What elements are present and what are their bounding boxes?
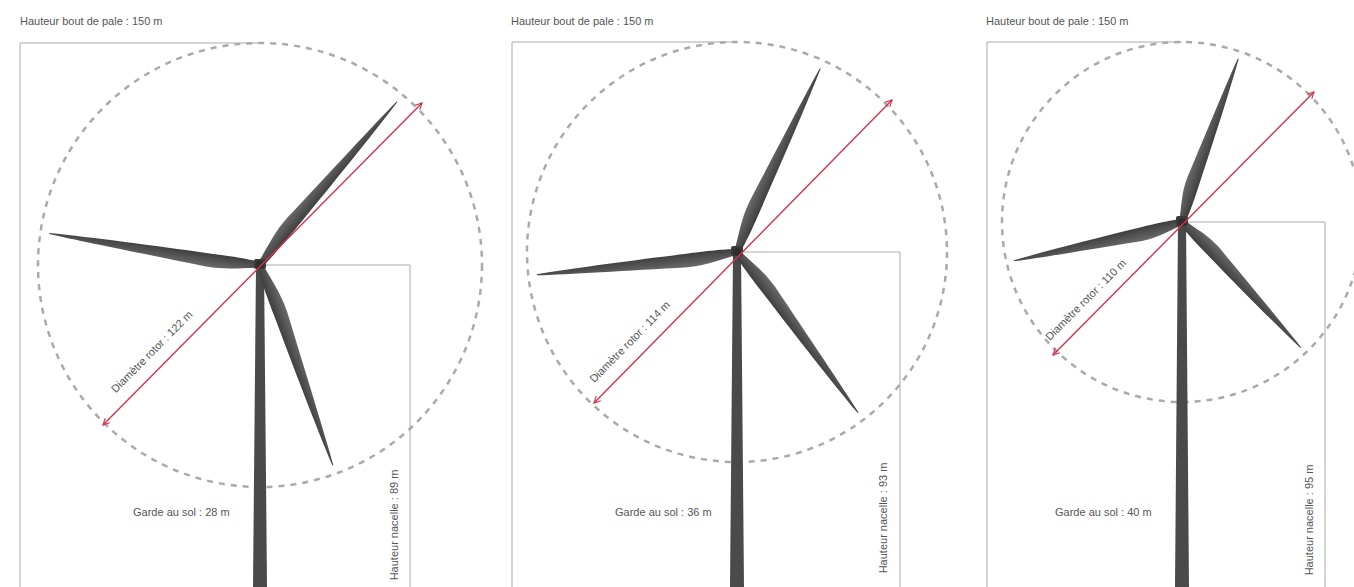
tip-height-frame xyxy=(20,43,260,587)
diameter-arrow xyxy=(594,100,892,403)
dimension-label: Hauteur bout de pale : 150 m xyxy=(511,15,653,28)
turbine xyxy=(20,43,482,587)
dimension-label: Hauteur nacelle : 93 m xyxy=(877,463,890,574)
dimension-label: Garde au sol : 28 m xyxy=(133,506,230,519)
blade xyxy=(1179,215,1308,350)
blade xyxy=(1173,56,1242,224)
dimension-label: Diamètre rotor : 110 m xyxy=(1043,257,1129,344)
dimension-label: Diamètre rotor : 122 m xyxy=(109,308,196,395)
nacelle-height-frame xyxy=(1182,222,1325,587)
diameter-arrow xyxy=(1053,92,1314,355)
hub xyxy=(256,261,264,269)
blade xyxy=(1013,218,1184,270)
turbine xyxy=(512,42,947,587)
blade xyxy=(728,64,824,253)
dimension-label: Garde au sol : 40 m xyxy=(1055,506,1152,519)
dimension-label: Garde au sol : 36 m xyxy=(615,506,712,519)
tower xyxy=(1175,222,1189,587)
turbine xyxy=(987,42,1354,587)
dimension-label: Hauteur bout de pale : 150 m xyxy=(20,15,162,28)
dimension-label: Diamètre rotor : 114 m xyxy=(587,298,673,385)
nacelle xyxy=(731,246,743,256)
dimension-label: Hauteur bout de pale : 150 m xyxy=(986,15,1128,28)
tower xyxy=(730,252,744,587)
dimension-label: Hauteur nacelle : 95 m xyxy=(1303,465,1316,576)
dimension-label: Hauteur nacelle : 89 m xyxy=(388,470,401,581)
tower xyxy=(253,265,267,587)
blade xyxy=(734,246,866,415)
tip-height-frame xyxy=(987,42,1182,587)
tip-height-frame xyxy=(512,42,737,587)
diameter-arrow xyxy=(103,103,422,425)
blade xyxy=(253,96,401,268)
blade xyxy=(536,248,738,284)
blade xyxy=(48,229,261,274)
blade xyxy=(256,262,342,467)
nacelle-height-frame xyxy=(737,252,900,587)
